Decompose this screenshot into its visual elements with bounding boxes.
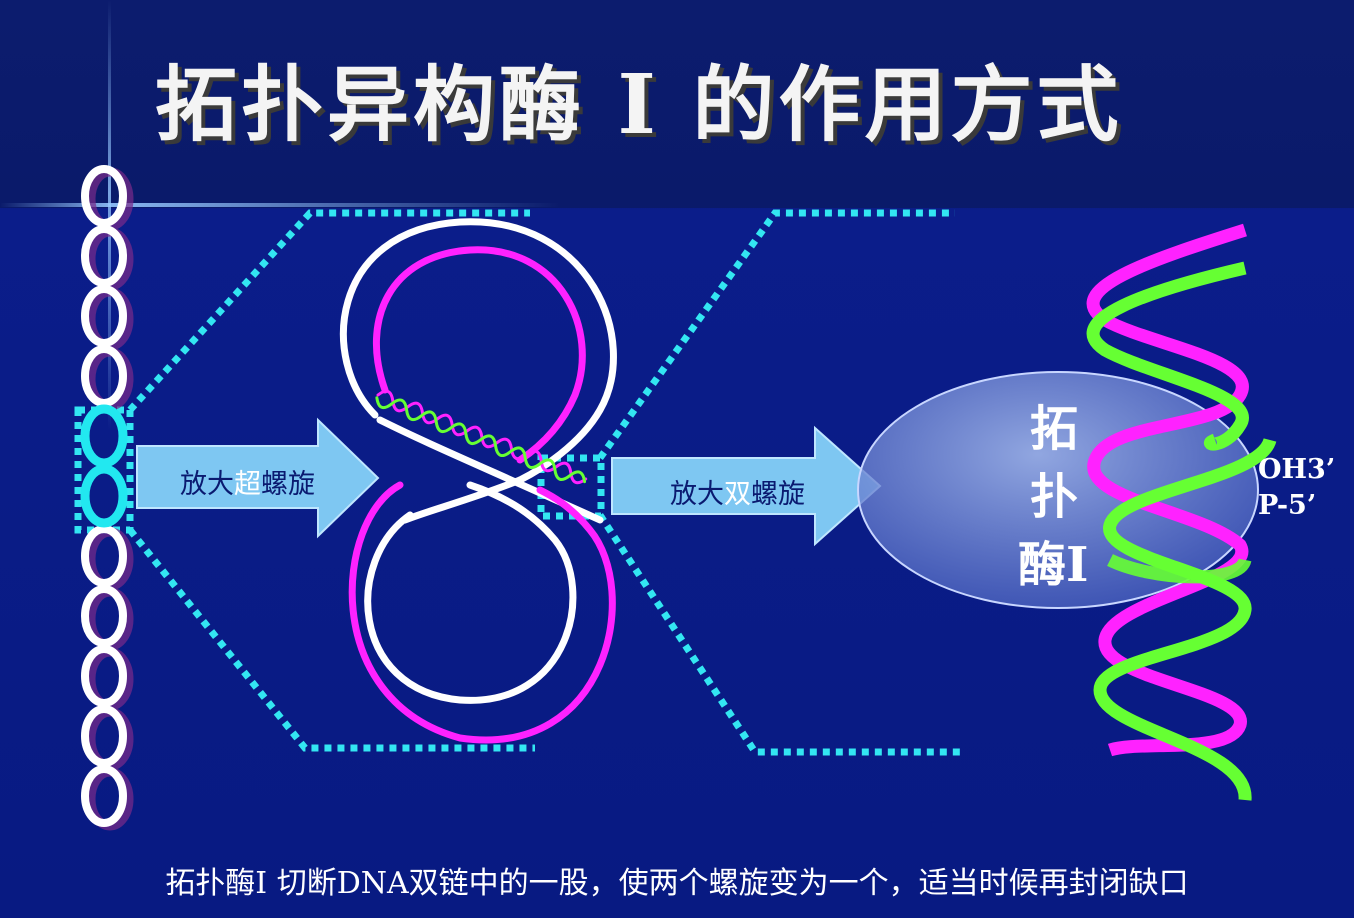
figure-eight-supercoil [339, 218, 617, 744]
double-helix [1086, 223, 1277, 801]
title-band [0, 0, 1354, 208]
arrow-label-double-helix-suffix: 螺旋 [751, 479, 805, 510]
arrow-label-supercoil-highlight: 超 [234, 469, 261, 500]
enzyme-label-line-1: 拓 [1030, 401, 1079, 457]
arrow-label-supercoil-prefix: 放大 [180, 469, 234, 500]
arrow-label-double-helix-prefix: 放大 [670, 479, 724, 510]
arrow-label-supercoil: 放大超螺旋 [180, 462, 315, 501]
enzyme-label-line-3: 酶I [1018, 537, 1089, 593]
oh3-end-label: OH3’ [1258, 454, 1336, 485]
slide-title: 拓扑异构酶 I 的作用方式 [155, 57, 1123, 153]
strand-end-labels: OH3’ P-5’ [1258, 452, 1335, 524]
light-flare-horizontal [0, 203, 560, 207]
enzyme-label: 拓 扑 酶I [1018, 395, 1088, 599]
arrow-label-supercoil-suffix: 螺旋 [261, 469, 315, 500]
magnify-arrow-double-helix [611, 425, 882, 547]
zoom-outline-right [537, 209, 965, 756]
arrow-label-double-helix: 放大双螺旋 [670, 472, 805, 511]
slide-caption: 拓扑酶I 切断DNA双链中的一股，使两个螺旋变为一个，适当时候再封闭缺口 [165, 866, 1189, 901]
magnify-arrow-supercoil [136, 417, 380, 539]
light-flare-vertical [108, 0, 111, 430]
enzyme-label-line-2: 扑 [1030, 469, 1079, 525]
arrow-label-double-helix-highlight: 双 [724, 479, 751, 510]
supercoil-chain [80, 165, 134, 831]
p5-end-label: P-5’ [1258, 490, 1317, 521]
